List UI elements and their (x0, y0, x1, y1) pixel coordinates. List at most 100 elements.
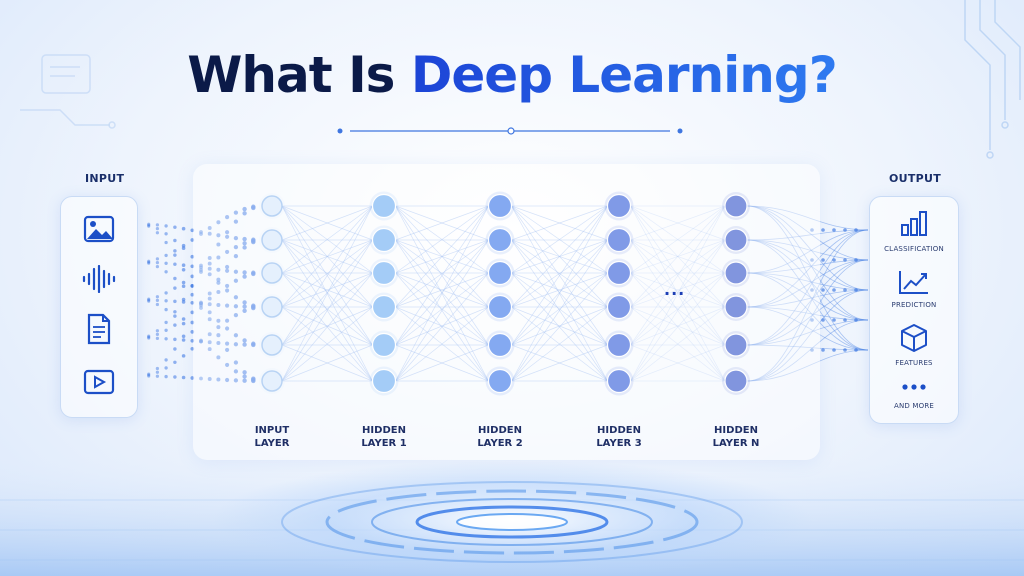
output-stream-line (746, 229, 869, 274)
neuron-node (371, 260, 397, 286)
layer-label-line2: LAYER N (712, 438, 760, 449)
input-stream-dot (190, 284, 195, 288)
input-stream-dot (155, 260, 160, 265)
neuron-node (487, 260, 513, 286)
input-stream-dot (251, 305, 256, 311)
video-icon (83, 369, 115, 395)
input-stream-dot (233, 333, 239, 338)
connection-line (511, 272, 608, 382)
input-stream-dot (199, 270, 203, 274)
bar-chart-icon (901, 211, 927, 236)
connection-line (630, 272, 726, 308)
connection-line (511, 344, 608, 382)
input-stream-dot (207, 261, 212, 266)
input-stream-dot (181, 280, 186, 285)
output-stream-dot (843, 348, 847, 352)
input-stream-dot (233, 210, 239, 215)
connection-line (630, 205, 726, 274)
connection-line (395, 306, 489, 346)
input-stream-dot (233, 253, 239, 259)
output-stream-dot (821, 228, 825, 232)
input-stream-dot (190, 264, 195, 269)
connection-line (630, 272, 726, 382)
input-stream-dot (173, 253, 177, 257)
output-stream-dot (843, 228, 847, 232)
connection-line (281, 239, 373, 382)
output-stream-line (746, 344, 869, 351)
connection-line (630, 239, 726, 308)
connection-line (630, 239, 726, 308)
layer-label-hidden-1: HIDDEN LAYER 1 (334, 424, 434, 450)
output-stream-line (746, 272, 869, 351)
connection-line (511, 239, 608, 274)
output-stream-line (746, 205, 869, 291)
input-stream-dot (181, 375, 186, 380)
output-stream-dot (821, 288, 825, 292)
output-stream-line (746, 239, 869, 351)
connection-line (281, 344, 373, 382)
input-stream-dot (207, 332, 212, 337)
output-panel: CLASSIFICATION PREDICTION FEATURES AND M… (869, 196, 959, 424)
connection-line (281, 239, 373, 346)
connection-line (630, 205, 726, 241)
output-label-features: FEATURES (895, 359, 933, 367)
input-stream-dot (190, 274, 195, 279)
input-stream-dot (216, 325, 221, 330)
connection-line (630, 272, 726, 382)
connection-line (395, 239, 489, 274)
input-stream-dot (225, 318, 230, 323)
connection-line (511, 239, 608, 382)
page-title: What Is Deep Learning? (0, 40, 1024, 110)
input-stream-dot (242, 378, 247, 383)
input-stream-dot (242, 300, 247, 305)
input-stream-dot (155, 374, 160, 378)
output-stream-dot (832, 228, 836, 232)
output-stream-line (746, 259, 869, 346)
neuron-node (371, 193, 397, 219)
input-stream-dot (147, 298, 151, 302)
connection-line (281, 344, 373, 382)
platform-rings (281, 481, 743, 563)
output-data-streams (746, 205, 869, 382)
output-stream-dot (854, 318, 858, 322)
neuron-node (606, 368, 632, 394)
input-stream-dot (147, 373, 151, 377)
connection-line (630, 239, 726, 346)
output-stream-line (746, 229, 869, 346)
input-stream-dot (155, 226, 160, 231)
input-stream-dot (173, 286, 177, 290)
connection-line (511, 306, 608, 346)
layer-label-line1: INPUT (254, 425, 290, 436)
neuron-node (261, 334, 283, 356)
connection-line (281, 239, 373, 274)
output-stream-line (746, 229, 869, 241)
input-stream-dot (147, 372, 151, 376)
input-stream-dot (216, 277, 221, 282)
connection-line (395, 205, 489, 308)
input-stream-dot (225, 362, 230, 367)
input-stream-dot (242, 206, 247, 212)
output-stream-line (746, 319, 869, 382)
input-stream-dot (233, 304, 239, 309)
connection-line (511, 272, 608, 382)
connection-line (395, 306, 489, 382)
neuron-node (724, 228, 748, 252)
connection-line (281, 239, 373, 382)
input-stream-dot (242, 374, 247, 379)
input-stream-dot (199, 339, 203, 344)
input-stream-dot (155, 302, 160, 307)
input-stream-dot (242, 241, 247, 246)
input-stream-dot (207, 266, 212, 271)
output-stream-line (746, 349, 869, 382)
connection-line (395, 272, 489, 346)
neuron-node (261, 296, 283, 318)
connection-line (395, 272, 489, 308)
connection-line (395, 272, 489, 382)
connection-line (511, 205, 608, 274)
input-stream-dot (190, 376, 195, 380)
connection-line (511, 205, 608, 346)
input-stream-dot (242, 370, 247, 375)
neuron-node (606, 227, 632, 253)
connection-line (511, 205, 608, 241)
input-stream-dot (147, 259, 151, 263)
